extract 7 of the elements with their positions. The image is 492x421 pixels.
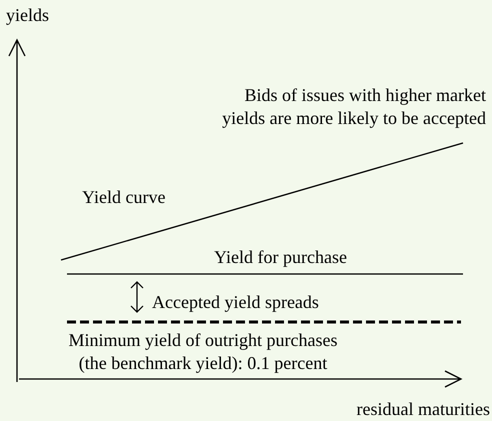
- curve-label: Yield curve: [82, 186, 166, 209]
- axis-label: yields: [6, 4, 50, 27]
- spread-label: Accepted yield spreads: [152, 291, 320, 314]
- note-text: Bids of issues with higher market yields are more likely to be accepted: [221, 84, 486, 130]
- line-label: Yield for purchase: [214, 246, 348, 269]
- axis-label: residual maturities: [356, 398, 490, 421]
- benchmark-label: Minimum yield of outright purchases (the benchmark yield): 0.1 percent: [68, 329, 338, 375]
